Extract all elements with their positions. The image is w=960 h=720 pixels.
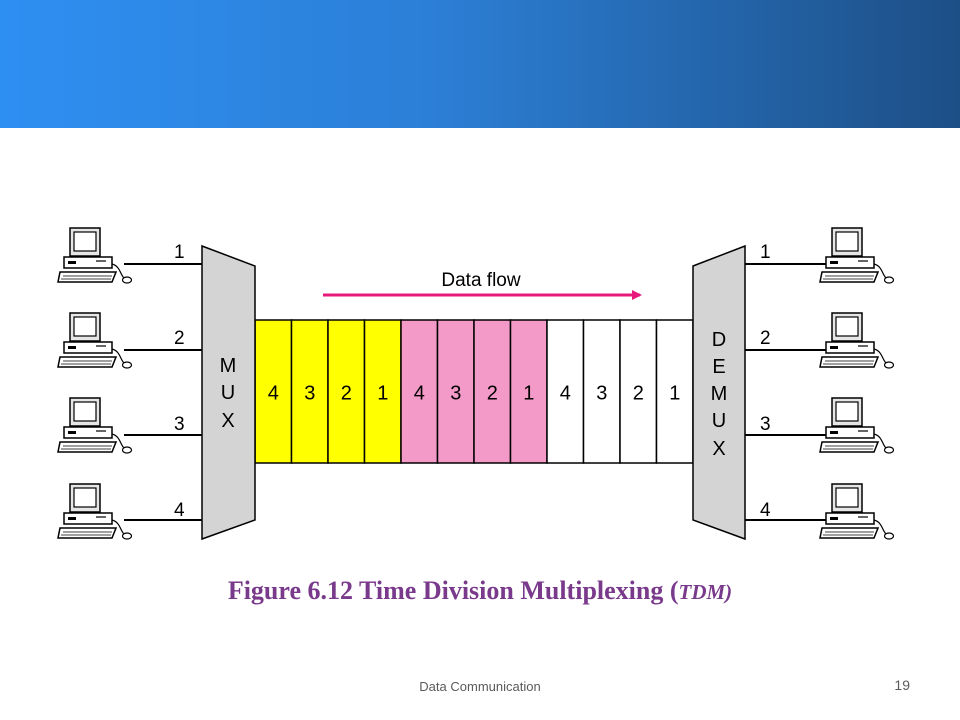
desktop-computer-icon bbox=[819, 227, 895, 284]
time-slot-label: 3 bbox=[596, 383, 607, 405]
output-label: 3 bbox=[760, 414, 771, 435]
page-number: 19 bbox=[894, 677, 910, 693]
time-slot-label: 2 bbox=[487, 383, 498, 405]
time-slot-label: 1 bbox=[669, 383, 680, 405]
time-slot-label: 4 bbox=[560, 383, 571, 405]
time-slot-label: 2 bbox=[633, 383, 644, 405]
time-slot bbox=[363, 319, 402, 464]
input-label: 2 bbox=[174, 328, 185, 349]
demux-label-letter: X bbox=[712, 438, 725, 460]
time-slot bbox=[436, 319, 475, 464]
time-slot bbox=[655, 319, 694, 464]
header-band bbox=[0, 0, 960, 128]
desktop-computer-icon bbox=[819, 397, 895, 454]
output-label: 1 bbox=[760, 242, 771, 263]
time-slot bbox=[254, 319, 293, 464]
time-slot-label: 4 bbox=[414, 383, 425, 405]
time-slot bbox=[473, 319, 512, 464]
desktop-computer-icon bbox=[819, 483, 895, 540]
desktop-computer-icon bbox=[819, 312, 895, 369]
time-slot-label: 4 bbox=[268, 383, 279, 405]
mux-label-letter: X bbox=[221, 410, 234, 432]
data-flow-label: Data flow bbox=[441, 270, 520, 291]
output-label: 2 bbox=[760, 328, 771, 349]
figure-caption-abbreviation: TDM) bbox=[678, 580, 733, 604]
input-label: 4 bbox=[174, 500, 185, 521]
demux-label-letter: E bbox=[712, 356, 725, 378]
desktop-computer-icon bbox=[57, 312, 133, 369]
input-links bbox=[124, 263, 205, 521]
time-slot bbox=[400, 319, 439, 464]
input-label: 3 bbox=[174, 414, 185, 435]
time-slot-label: 1 bbox=[523, 383, 534, 405]
time-slot bbox=[546, 319, 585, 464]
desktop-computer-icon bbox=[57, 227, 133, 284]
demux-block bbox=[692, 244, 746, 541]
time-slot-label: 3 bbox=[304, 383, 315, 405]
demux-label-letter: M bbox=[711, 383, 728, 405]
demux-label-letter: U bbox=[712, 410, 726, 432]
tdm-frames: 4 3 2 1 4 3 2 1 4 3 2 1 bbox=[254, 319, 694, 464]
footer-text: Data Communication bbox=[419, 679, 541, 694]
input-computers bbox=[57, 227, 133, 540]
output-links bbox=[742, 263, 826, 521]
figure-caption-text: Figure 6.12 Time Division Multiplexing ( bbox=[227, 576, 679, 605]
time-slot-label: 3 bbox=[450, 383, 461, 405]
mux-label-letter: M bbox=[220, 355, 237, 377]
mux-block bbox=[201, 244, 256, 541]
time-slot-label: 1 bbox=[377, 383, 388, 405]
time-slot bbox=[290, 319, 329, 464]
demux-label-letter: D bbox=[712, 329, 726, 351]
time-slot-label: 2 bbox=[341, 383, 352, 405]
input-label: 1 bbox=[174, 242, 185, 263]
time-slot bbox=[619, 319, 658, 464]
desktop-computer-icon bbox=[57, 397, 133, 454]
output-label: 4 bbox=[760, 500, 771, 521]
mux-label-letter: U bbox=[221, 382, 235, 404]
figure-caption: Figure 6.12 Time Division Multiplexing (… bbox=[0, 576, 960, 606]
desktop-computer-icon bbox=[57, 483, 133, 540]
output-computers bbox=[819, 227, 895, 540]
